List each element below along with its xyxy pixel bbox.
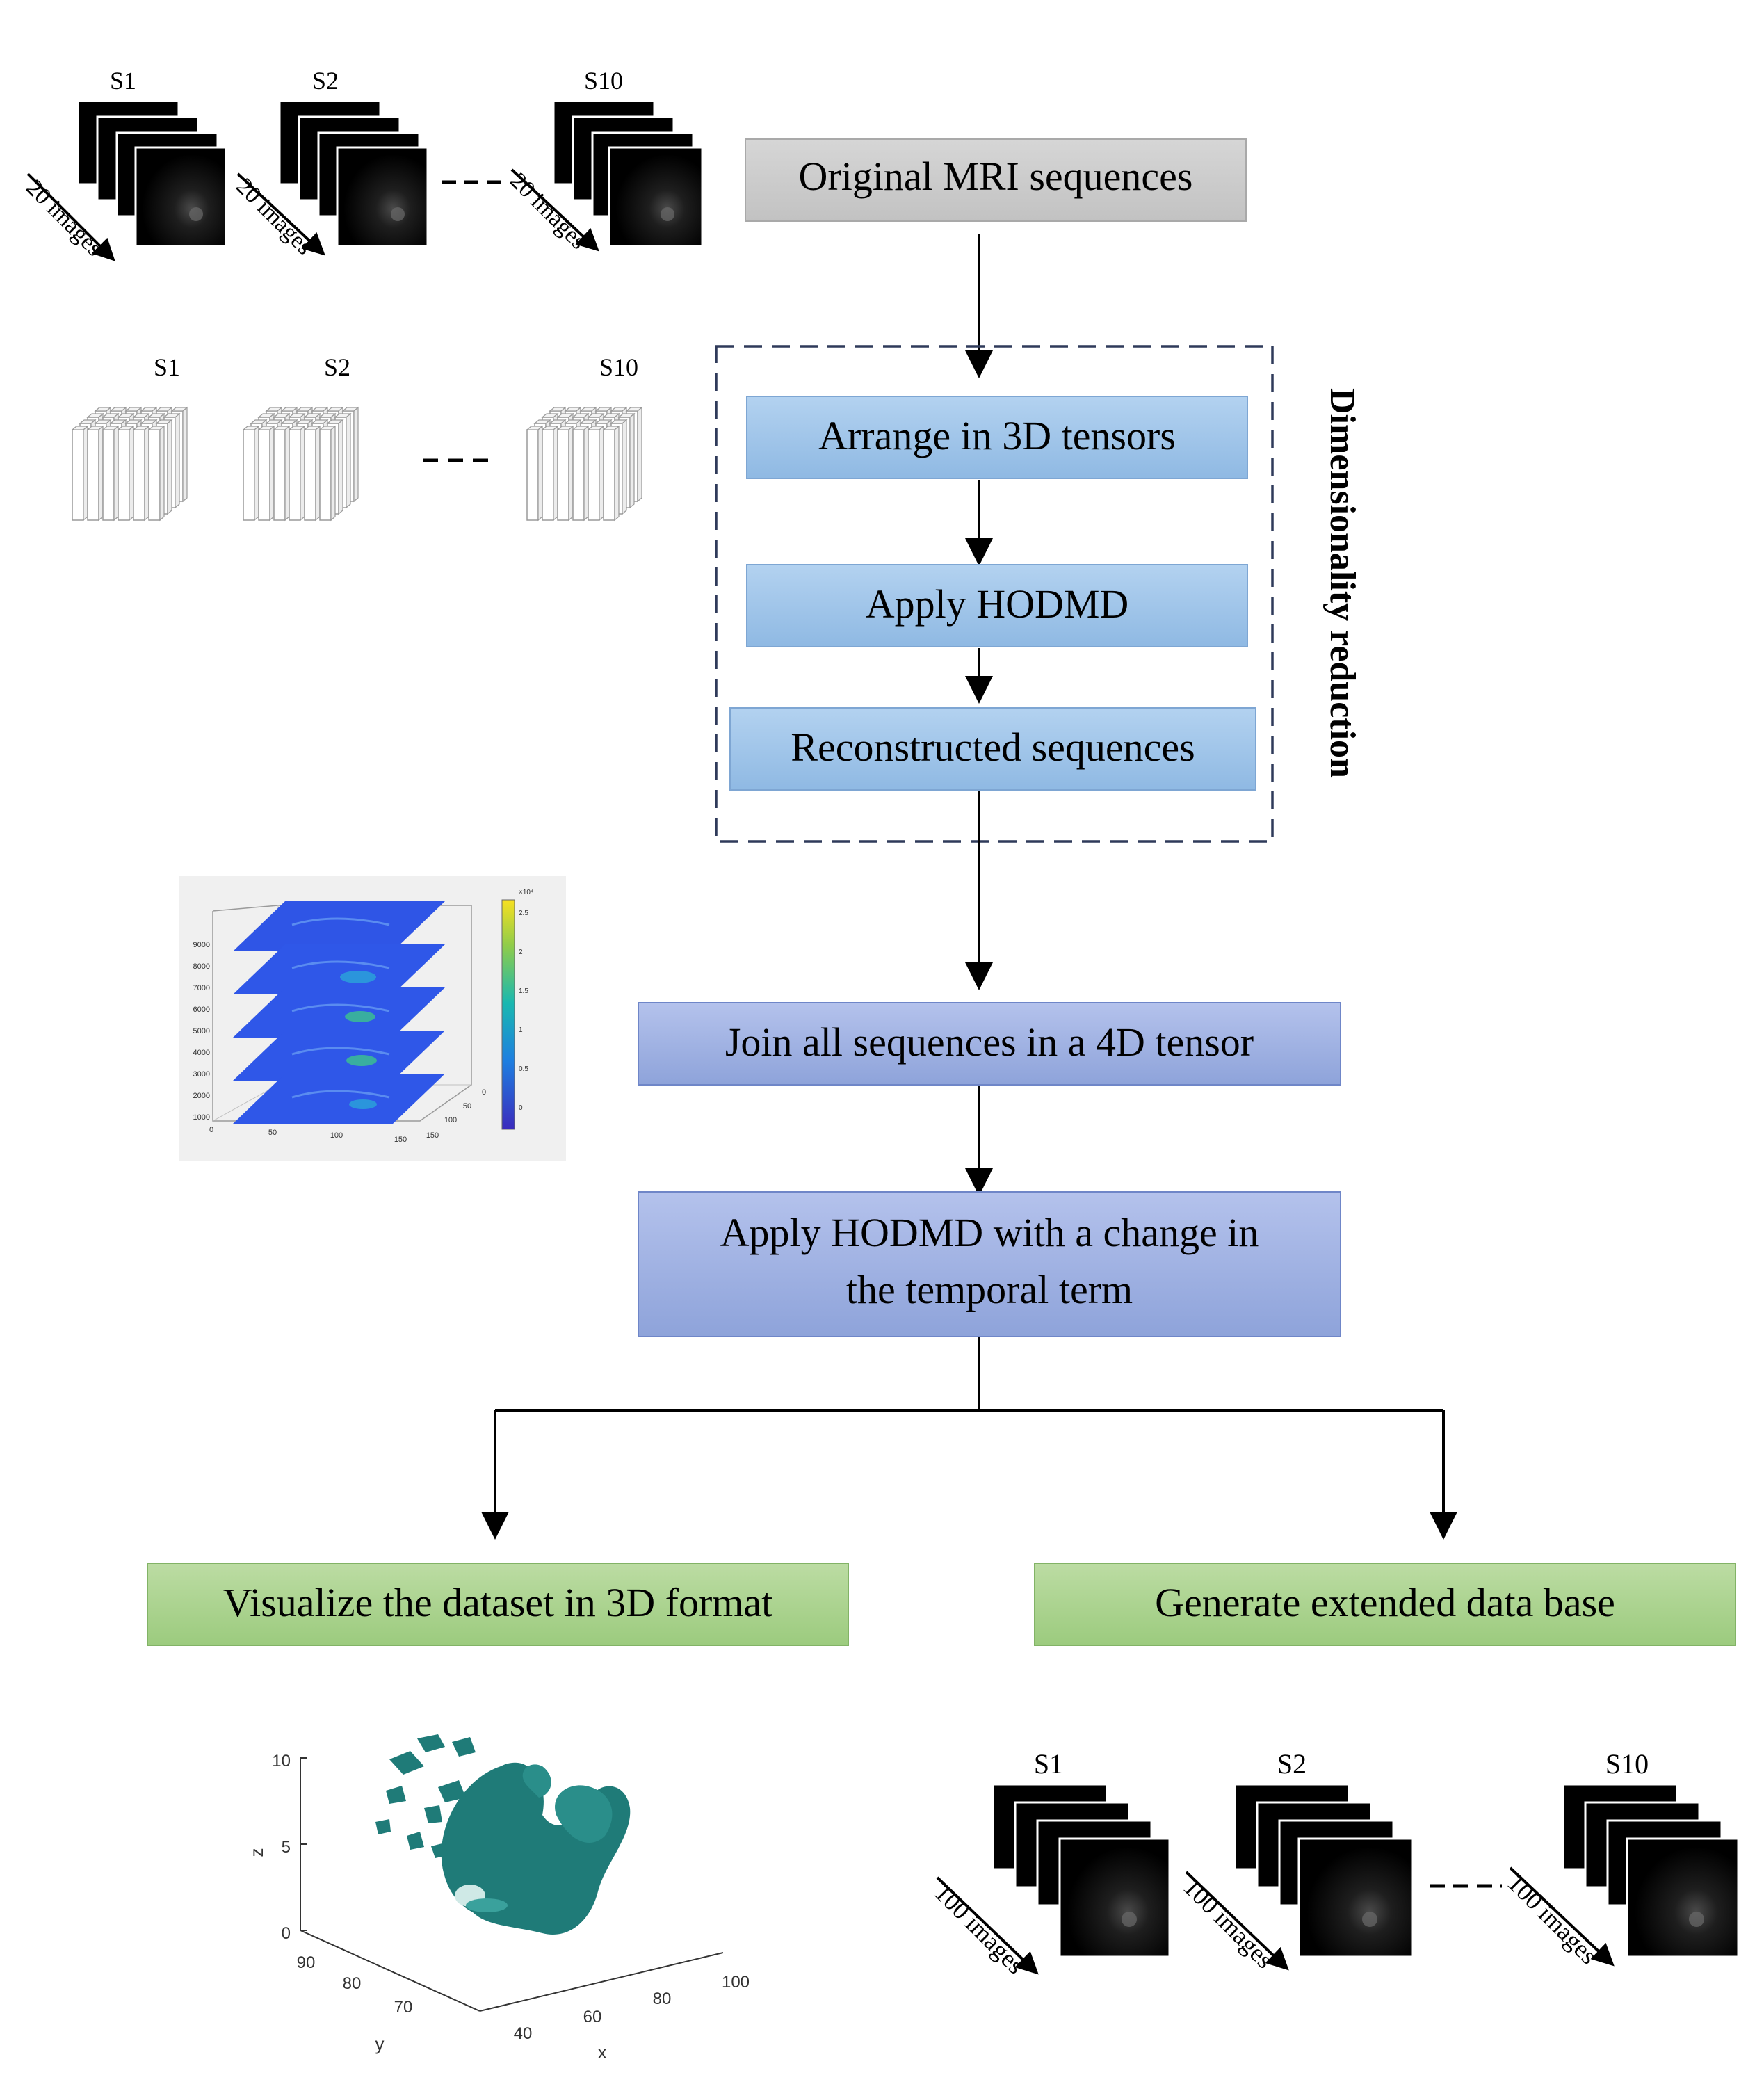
stack-cbar-tick-1: 2 — [519, 949, 523, 956]
count-arrow-s10 — [510, 168, 599, 252]
iso-x-label: x — [598, 2042, 607, 2063]
bottom-label-s1: S1 — [1034, 1748, 1063, 1780]
apply-change-box: Apply HODMD with a change in the tempora… — [638, 1191, 1341, 1337]
bottom-count-arrow-s2 — [1185, 1871, 1289, 1971]
count-arrow-s2 — [236, 172, 325, 256]
arrange-3d-box: Arrange in 3D tensors — [746, 396, 1248, 479]
iso-surface-shape — [375, 1734, 631, 1935]
top-sequences: S1 20 images S2 20 images S10 20 images — [21, 67, 704, 261]
apply-change-label-line1: Apply HODMD with a change in — [720, 1210, 1259, 1255]
iso-xtick-0: 40 — [514, 2024, 533, 2043]
stack-colorbar-exponent: ×10⁴ — [519, 889, 533, 896]
iso-surface-plot: 10 5 0 z 90 80 70 y 40 60 80 100 x — [246, 1734, 750, 2063]
iso-ztick-1: 5 — [282, 1838, 291, 1857]
stack-ytick-8: 1000 — [193, 1113, 210, 1122]
stack-cbar-tick-2: 1.5 — [519, 987, 528, 995]
visualize-3d-box: Visualize the dataset in 3D format — [147, 1563, 849, 1646]
slice-layers — [233, 901, 445, 1124]
bottom-mri-stack-s10 — [1562, 1783, 1740, 1958]
bottom-sequences: S1 100 images S2 100 images S10 100 imag… — [929, 1748, 1740, 1979]
stack-ytick-2: 7000 — [193, 984, 210, 992]
reconstructed-label: Reconstructed sequences — [791, 725, 1195, 770]
stack-ztick-2: 100 — [444, 1116, 457, 1124]
dimensionality-reduction-group — [715, 345, 1274, 843]
top-count-s1: 20 images — [21, 175, 107, 261]
tensor-block-s10 — [526, 406, 643, 522]
stack-xtick-2: 100 — [330, 1131, 343, 1140]
iso-ytick-0: 90 — [297, 1953, 316, 1972]
tensor-label-s1: S1 — [154, 353, 180, 381]
original-mri-box: Original MRI sequences — [745, 138, 1247, 222]
tensor-label-s10: S10 — [599, 353, 638, 381]
generate-database-box: Generate extended data base — [1034, 1563, 1736, 1646]
bottom-count-arrow-s10 — [1509, 1866, 1615, 1967]
bottom-count-s1: 100 images — [929, 1878, 1030, 1979]
arrange-3d-label: Arrange in 3D tensors — [818, 413, 1176, 458]
tensor-block-s1 — [71, 406, 188, 522]
top-label-s2: S2 — [312, 67, 339, 95]
join-4d-box: Join all sequences in a 4D tensor — [638, 1002, 1341, 1086]
tensor-label-s2: S2 — [324, 353, 350, 381]
bottom-mri-stack-s1 — [992, 1783, 1171, 1958]
stack-ytick-4: 5000 — [193, 1027, 210, 1035]
stack-ytick-6: 3000 — [193, 1070, 210, 1079]
iso-z-label: z — [246, 1848, 267, 1857]
stack-ztick-3: 150 — [426, 1131, 439, 1140]
top-label-s1: S1 — [110, 67, 136, 95]
mri-stack-s2 — [278, 99, 429, 248]
reconstructed-box: Reconstructed sequences — [729, 707, 1256, 791]
stack-ztick-1: 50 — [463, 1102, 471, 1111]
stack-xtick-3: 150 — [394, 1136, 407, 1144]
top-label-s10: S10 — [584, 67, 623, 95]
stack-ytick-7: 2000 — [193, 1092, 210, 1100]
stack-colorbar — [501, 899, 515, 1130]
stack-ytick-0: 9000 — [193, 941, 210, 949]
apply-change-label-line2: the temporal term — [846, 1267, 1133, 1312]
stack-cbar-tick-4: 0.5 — [519, 1065, 528, 1073]
bottom-label-s2: S2 — [1277, 1748, 1306, 1780]
dimensionality-reduction-label: Dimensionality reduction — [1322, 388, 1362, 778]
iso-ytick-2: 70 — [394, 1998, 413, 2017]
bottom-label-s10: S10 — [1605, 1748, 1649, 1780]
slice-stack-plot: 9000 8000 7000 6000 5000 4000 3000 2000 … — [179, 876, 566, 1161]
iso-ztick-2: 0 — [282, 1924, 291, 1943]
stack-ztick-0: 0 — [482, 1088, 486, 1097]
branch-connector — [481, 1337, 1457, 1540]
visualize-3d-label: Visualize the dataset in 3D format — [223, 1580, 773, 1625]
iso-xtick-2: 80 — [653, 1990, 672, 2008]
stack-cbar-tick-3: 1 — [519, 1026, 523, 1034]
stack-xtick-1: 50 — [268, 1129, 277, 1137]
tensor-block-s2 — [242, 406, 359, 522]
mri-stack-s10 — [552, 99, 704, 248]
mri-stack-s1 — [76, 99, 227, 248]
stack-ytick-1: 8000 — [193, 962, 210, 971]
iso-xtick-1: 60 — [583, 2008, 602, 2026]
iso-y-label: y — [375, 2033, 385, 2054]
iso-ytick-1: 80 — [343, 1974, 362, 1993]
tensor-sequences: S1 S2 S10 — [71, 353, 643, 522]
stack-ytick-5: 4000 — [193, 1049, 210, 1057]
apply-hodmd-label: Apply HODMD — [866, 581, 1129, 627]
original-mri-label: Original MRI sequences — [799, 154, 1193, 199]
bottom-count-arrow-s1 — [936, 1876, 1039, 1975]
stack-ytick-3: 6000 — [193, 1006, 210, 1014]
join-4d-label: Join all sequences in a 4D tensor — [725, 1019, 1254, 1065]
count-arrow-s1 — [26, 172, 115, 261]
stack-xtick-0: 0 — [209, 1126, 213, 1134]
bottom-mri-stack-s2 — [1233, 1783, 1414, 1958]
stack-cbar-tick-5: 0 — [519, 1104, 523, 1112]
iso-xtick-3: 100 — [722, 1973, 750, 1992]
stack-cbar-tick-0: 2.5 — [519, 910, 528, 917]
iso-ztick-0: 10 — [272, 1752, 291, 1770]
generate-database-label: Generate extended data base — [1155, 1580, 1615, 1625]
apply-hodmd-box: Apply HODMD — [746, 564, 1248, 647]
